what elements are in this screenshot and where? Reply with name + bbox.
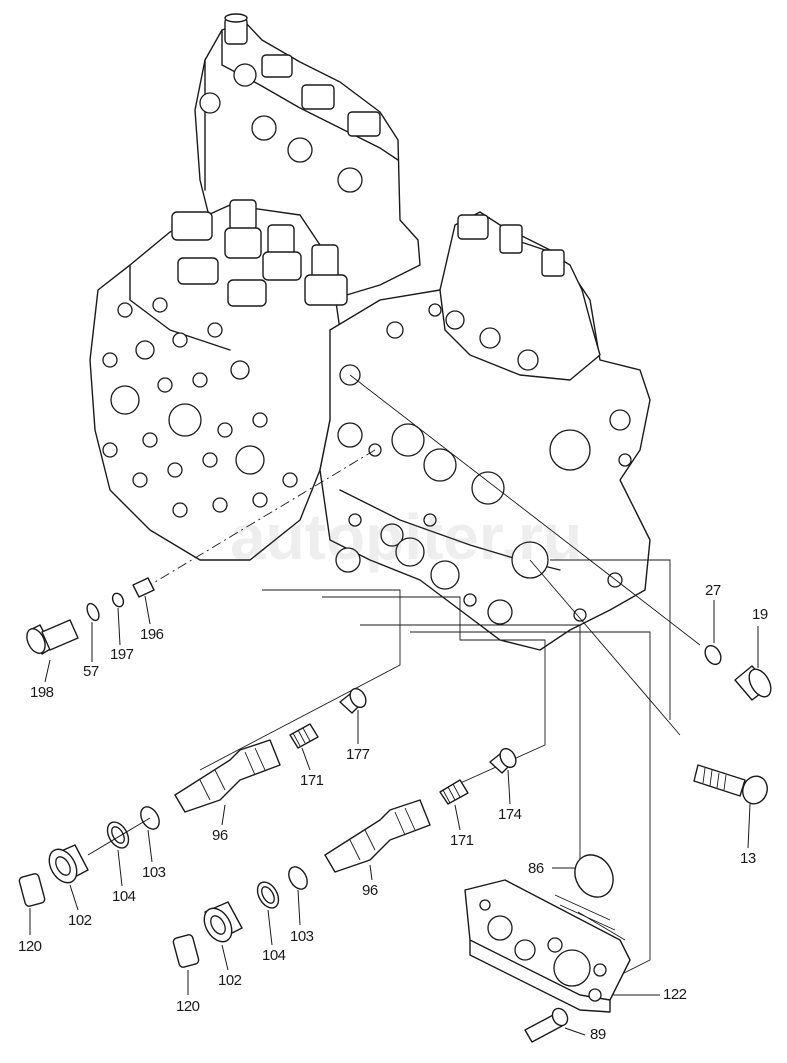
bolt-13: [693, 764, 768, 805]
callout-104-upper: 104: [112, 888, 136, 905]
callout-96-upper: 96: [212, 827, 228, 844]
callout-86: 86: [528, 860, 544, 877]
callout-177: 177: [346, 746, 370, 763]
callout-171-lower: 171: [450, 832, 474, 849]
callout-103-upper: 103: [142, 864, 166, 881]
callout-96-lower: 96: [362, 882, 378, 899]
callout-103-lower: 103: [290, 928, 314, 945]
spool-assembly-upper: [18, 687, 367, 907]
control-valve-body: [89, 13, 651, 651]
plug-assembly-198: [26, 619, 79, 655]
seat-197: [111, 592, 125, 608]
callout-27: 27: [705, 582, 721, 599]
plug-19: [734, 665, 772, 701]
callout-198: 198: [30, 684, 54, 701]
callout-13: 13: [740, 850, 756, 867]
bolt-89: [524, 1007, 569, 1043]
cover-122: [464, 879, 631, 1013]
callout-197: 197: [110, 646, 134, 663]
callout-102-lower: 102: [218, 972, 242, 989]
callout-196: 196: [140, 626, 164, 643]
center-lines: [149, 374, 701, 976]
o-ring-27: [704, 644, 722, 666]
leader-lines: [29, 595, 759, 1036]
orifice-196: [132, 577, 155, 598]
callout-122: 122: [663, 986, 687, 1003]
callout-120-lower: 120: [176, 998, 200, 1015]
watermark: autopiter.ru: [230, 501, 583, 573]
callout-89: 89: [590, 1026, 606, 1043]
callout-102-upper: 102: [68, 912, 92, 929]
spool-assembly-lower: [172, 747, 517, 968]
o-ring-86: [574, 854, 614, 898]
o-ring-57: [86, 602, 100, 622]
callout-19: 19: [752, 606, 768, 623]
callout-104-lower: 104: [262, 947, 286, 964]
callout-120-upper: 120: [18, 938, 42, 955]
callout-174: 174: [498, 806, 522, 823]
callout-171-upper: 171: [300, 772, 324, 789]
callout-57: 57: [83, 663, 99, 680]
